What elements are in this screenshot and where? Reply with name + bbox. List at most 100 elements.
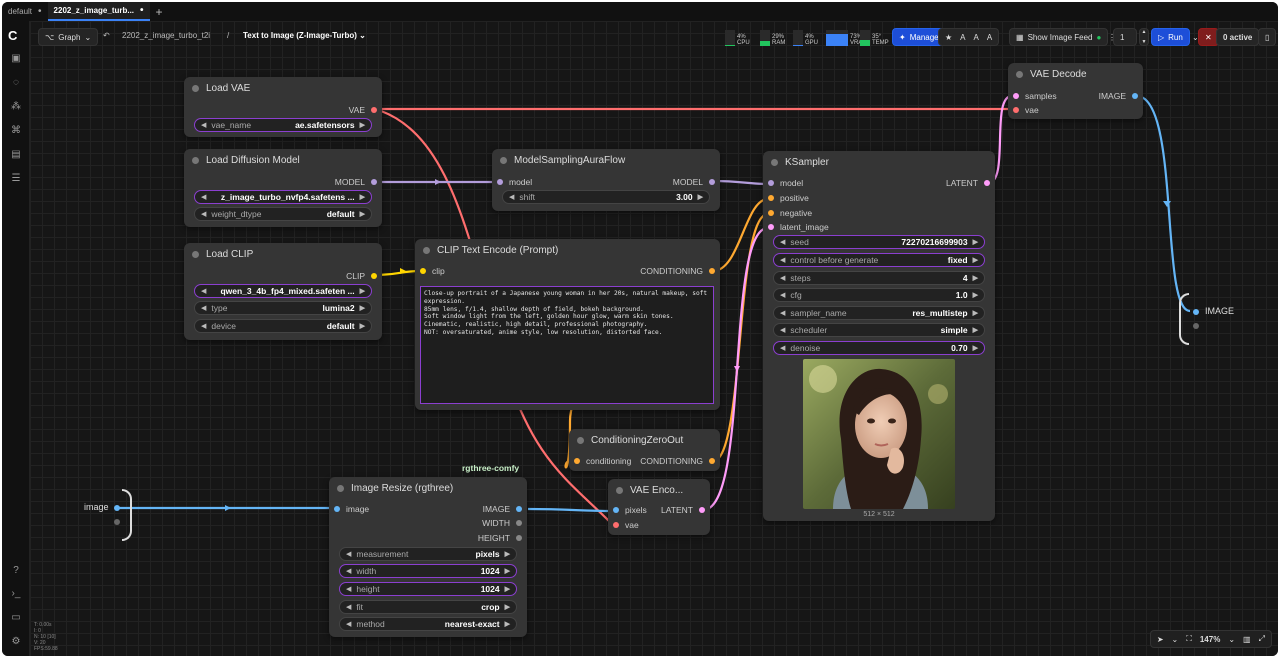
left-arrow-icon[interactable]: ◀ bbox=[201, 194, 207, 201]
widget-scheduler[interactable]: ◀scheduler simple▶ bbox=[773, 323, 985, 337]
input-dot[interactable] bbox=[420, 268, 426, 274]
input-dot[interactable] bbox=[1013, 107, 1019, 113]
subgraph-input-slot[interactable] bbox=[114, 505, 120, 511]
star-icon[interactable]: ★ bbox=[945, 32, 953, 42]
output-width[interactable]: WIDTH bbox=[482, 516, 527, 530]
chevron-down-icon[interactable]: ▼ bbox=[1141, 39, 1147, 45]
input-dot[interactable] bbox=[613, 522, 619, 528]
fit-view-icon[interactable]: ⛶ bbox=[1186, 634, 1192, 643]
output-dot[interactable] bbox=[371, 273, 377, 279]
left-arrow-icon[interactable]: ◀ bbox=[201, 122, 207, 129]
a-icon[interactable]: A bbox=[973, 32, 979, 42]
input-negative[interactable]: negative bbox=[763, 206, 812, 220]
left-arrow-icon[interactable]: ◀ bbox=[780, 239, 786, 246]
widget-cfg[interactable]: ◀cfg 1.0▶ bbox=[773, 288, 985, 302]
right-arrow-icon[interactable]: ▶ bbox=[359, 305, 365, 312]
node-collapse-dot-icon[interactable] bbox=[192, 156, 199, 164]
minimap-icon[interactable]: ▥ bbox=[1243, 634, 1251, 644]
input-conditioning[interactable]: conditioning bbox=[569, 454, 631, 468]
output-dot[interactable] bbox=[516, 506, 522, 512]
node-collapse-dot-icon[interactable] bbox=[616, 486, 623, 494]
input-dot[interactable] bbox=[768, 195, 774, 201]
output-conditioning[interactable]: CONDITIONING bbox=[640, 454, 720, 468]
left-arrow-icon[interactable]: ◀ bbox=[201, 211, 207, 218]
left-arrow-icon[interactable]: ◀ bbox=[346, 586, 352, 593]
node-conditioning-zero-out[interactable]: ConditioningZeroOut conditioning CONDITI… bbox=[569, 429, 720, 471]
output-model[interactable]: MODEL bbox=[673, 175, 720, 189]
right-panel-toggle-icon[interactable]: ▯ bbox=[1258, 28, 1277, 46]
right-arrow-icon[interactable]: ▶ bbox=[504, 586, 510, 593]
breadcrumb-workflow[interactable]: 2202_z_image_turbo_t2i bbox=[122, 31, 211, 40]
right-arrow-icon[interactable]: ▶ bbox=[972, 275, 978, 282]
input-model[interactable]: model bbox=[492, 175, 532, 189]
right-arrow-icon[interactable]: ▶ bbox=[504, 568, 510, 575]
input-positive[interactable]: positive bbox=[763, 191, 809, 205]
queue-stepper[interactable]: ▲ ▼ bbox=[1139, 28, 1149, 46]
node-collapse-dot-icon[interactable] bbox=[1016, 70, 1023, 78]
output-image[interactable]: IMAGE bbox=[483, 502, 527, 516]
link-visibility-icon[interactable]: ⤢ bbox=[1258, 634, 1265, 643]
preview-image[interactable] bbox=[803, 359, 955, 509]
chevron-down-icon[interactable]: ⌄ bbox=[1171, 634, 1179, 644]
terminal-icon[interactable]: ›_ bbox=[11, 588, 21, 599]
widget-device[interactable]: ◀device default▶ bbox=[194, 319, 372, 333]
input-pixels[interactable]: pixels bbox=[608, 503, 647, 517]
widget-width[interactable]: ◀width 1024▶ bbox=[339, 564, 517, 578]
cancel-run-button[interactable]: ✕ bbox=[1198, 28, 1219, 46]
input-model[interactable]: model bbox=[763, 176, 803, 190]
a-icon[interactable]: A bbox=[960, 32, 966, 42]
output-dot[interactable] bbox=[371, 179, 377, 185]
widget-clip-name[interactable]: ◀ qwen_3_4b_fp4_mixed.safeten ...▶ bbox=[194, 284, 372, 298]
input-dot[interactable] bbox=[768, 180, 774, 186]
run-options-chevron-icon[interactable]: ⌄ bbox=[1192, 32, 1199, 42]
output-vae[interactable]: VAE bbox=[349, 103, 382, 117]
widget-denoise[interactable]: ◀denoise 0.70▶ bbox=[773, 341, 985, 355]
input-dot[interactable] bbox=[613, 507, 619, 513]
output-conditioning[interactable]: CONDITIONING bbox=[640, 264, 720, 278]
widget-method[interactable]: ◀method nearest-exact▶ bbox=[339, 617, 517, 631]
widget-shift[interactable]: ◀shift 3.00▶ bbox=[502, 190, 710, 204]
widget-seed[interactable]: ◀seed 72270216699903▶ bbox=[773, 235, 985, 249]
input-samples[interactable]: samples bbox=[1008, 89, 1057, 103]
node-vae-decode[interactable]: VAE Decode samples IMAGE vae bbox=[1008, 63, 1143, 119]
left-arrow-icon[interactable]: ◀ bbox=[780, 275, 786, 282]
comfy-logo-icon[interactable]: C bbox=[8, 28, 18, 43]
left-arrow-icon[interactable]: ◀ bbox=[201, 305, 207, 312]
input-dot[interactable] bbox=[497, 179, 503, 185]
input-dot[interactable] bbox=[1013, 93, 1019, 99]
widget-steps[interactable]: ◀steps 4▶ bbox=[773, 271, 985, 285]
workflows-icon[interactable]: ⌘ bbox=[11, 125, 21, 136]
queue-icon[interactable]: ☰ bbox=[11, 173, 21, 184]
right-arrow-icon[interactable]: ▶ bbox=[359, 211, 365, 218]
widget-unet-name[interactable]: ◀ z_image_turbo_nvfp4.safetens ...▶ bbox=[194, 190, 372, 204]
input-image[interactable]: image bbox=[329, 502, 369, 516]
right-arrow-icon[interactable]: ▶ bbox=[359, 323, 365, 330]
zoom-level[interactable]: 147% bbox=[1199, 634, 1221, 644]
right-arrow-icon[interactable]: ▶ bbox=[359, 288, 365, 295]
left-arrow-icon[interactable]: ◀ bbox=[346, 604, 352, 611]
output-dot[interactable] bbox=[516, 535, 522, 541]
node-image-resize[interactable]: Image Resize (rgthree) image IMAGE WIDTH… bbox=[329, 477, 527, 637]
node-collapse-dot-icon[interactable] bbox=[192, 250, 199, 258]
node-collapse-dot-icon[interactable] bbox=[337, 484, 344, 492]
left-arrow-icon[interactable]: ◀ bbox=[780, 292, 786, 299]
left-arrow-icon[interactable]: ◀ bbox=[780, 327, 786, 334]
undo-icon[interactable]: ↶ bbox=[103, 31, 110, 40]
output-latent[interactable]: LATENT bbox=[661, 503, 710, 517]
output-dot[interactable] bbox=[709, 179, 715, 185]
settings-gear-icon[interactable]: ⚙ bbox=[11, 636, 21, 647]
right-arrow-icon[interactable]: ▶ bbox=[972, 239, 978, 246]
input-dot[interactable] bbox=[768, 210, 774, 216]
input-dot[interactable] bbox=[768, 224, 774, 230]
node-collapse-dot-icon[interactable] bbox=[423, 246, 430, 254]
node-collapse-dot-icon[interactable] bbox=[771, 158, 778, 166]
widget-type[interactable]: ◀type lumina2▶ bbox=[194, 301, 372, 315]
left-arrow-icon[interactable]: ◀ bbox=[780, 257, 786, 264]
prompt-textarea[interactable]: Close-up portrait of a Japanese young wo… bbox=[420, 286, 714, 404]
left-arrow-icon[interactable]: ◀ bbox=[346, 551, 352, 558]
input-vae[interactable]: vae bbox=[608, 518, 639, 532]
left-arrow-icon[interactable]: ◀ bbox=[780, 310, 786, 317]
widget-height[interactable]: ◀height 1024▶ bbox=[339, 582, 517, 596]
breadcrumb-subgraph[interactable]: Text to Image (Z-Image-Turbo) ⌄ bbox=[243, 31, 366, 40]
right-arrow-icon[interactable]: ▶ bbox=[504, 604, 510, 611]
